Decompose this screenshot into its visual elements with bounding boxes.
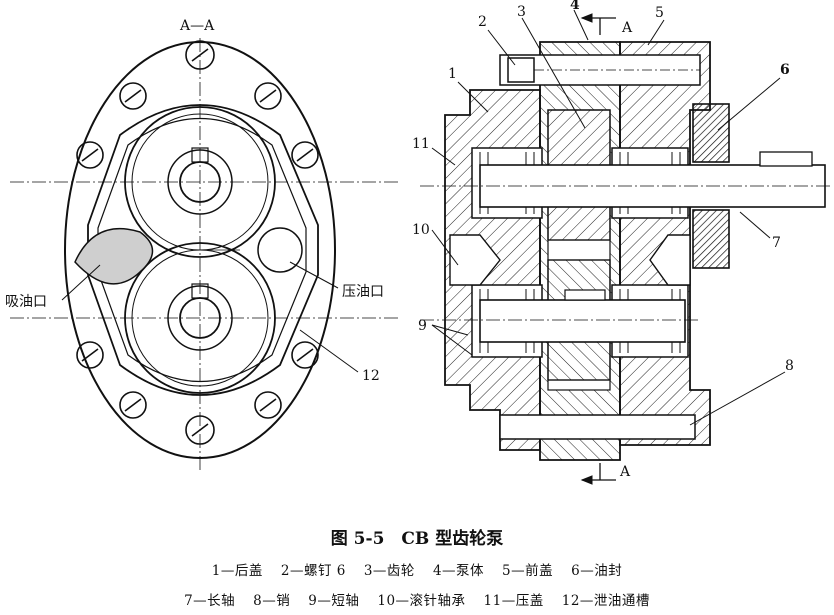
section-arrow-a-top: A: [621, 20, 633, 36]
legend-item: 12—泄油通槽: [561, 593, 650, 609]
part-number-9: 9: [418, 318, 427, 334]
figure-caption: 图 5-5 CB 型齿轮泵 1—后盖 2—螺钉 6 3—齿轮 4—泵体 5—前盖 6—油封…: [0, 522, 834, 609]
legend-item: 4—泵体: [432, 563, 485, 579]
part-number-10: 10: [412, 222, 430, 238]
part-number-12: 12: [362, 368, 380, 384]
section-arrow-a-bottom: A: [619, 464, 631, 480]
section-label-a-a: A—A: [179, 18, 215, 34]
figure-title: 图 5-5 CB 型齿轮泵: [330, 529, 504, 549]
legend-item: 7—长轴: [184, 593, 236, 609]
leader-lines: [431, 9, 786, 426]
part-number-6: 6: [780, 62, 790, 78]
legend-item: 11—压盖: [483, 593, 544, 609]
legend-line-1: 1—后盖 2—螺钉 6 3—齿轮 4—泵体 5—前盖 6—油封: [0, 559, 834, 579]
legend-item: 10—滚针轴承: [377, 593, 466, 609]
discharge-port-label: 压油口: [342, 284, 384, 300]
part-number-2: 2: [478, 14, 487, 30]
part-number-labels: 1 2 3 4 5 6 7 8 9 10 11 A A: [412, 0, 794, 480]
legend-item: 6—油封: [571, 563, 623, 579]
part-number-4: 4: [570, 0, 580, 13]
legend-item: 9—短轴: [308, 593, 360, 609]
suction-port-label: 吸油口: [5, 294, 47, 310]
part-number-11: 11: [412, 136, 430, 152]
legend-item: 2—螺钉 6: [280, 563, 346, 579]
bolt-holes: [76, 40, 319, 445]
part-number-3: 3: [517, 4, 526, 20]
legend-item: 8—销: [253, 593, 291, 609]
part-number-8: 8: [785, 358, 794, 374]
right-section-view: [420, 9, 830, 485]
legend-item: 5—前盖: [502, 563, 554, 579]
part-number-7: 7: [772, 235, 781, 251]
legend-item: 1—后盖: [211, 563, 263, 579]
gear-pump-drawing: A—A 吸油口 压油口 12: [5, 0, 830, 485]
left-section-view: [10, 38, 400, 470]
part-number-5: 5: [655, 5, 664, 21]
legend-item: 3—齿轮: [363, 563, 415, 579]
part-number-1: 1: [448, 66, 457, 82]
legend-line-2: 7—长轴 8—销 9—短轴 10—滚针轴承 11—压盖 12—泄油通槽: [0, 589, 834, 609]
